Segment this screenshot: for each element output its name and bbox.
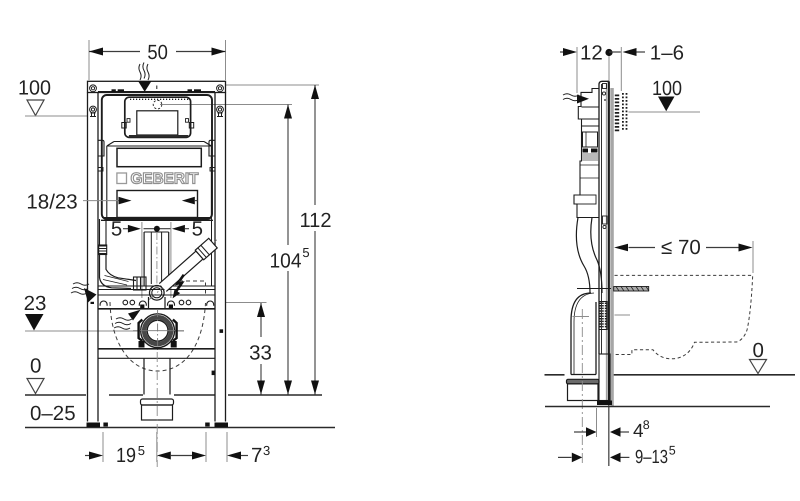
svg-text:0–25: 0–25 — [30, 402, 76, 425]
svg-text:23: 23 — [24, 292, 47, 315]
svg-text:3: 3 — [263, 443, 270, 458]
svg-text:1–6: 1–6 — [650, 42, 684, 65]
svg-text:5: 5 — [111, 218, 122, 241]
svg-text:0: 0 — [753, 339, 764, 362]
svg-text:112: 112 — [300, 209, 332, 232]
svg-text:104: 104 — [270, 250, 302, 273]
svg-text:33: 33 — [249, 342, 272, 365]
svg-text:12: 12 — [580, 41, 603, 64]
svg-text:5: 5 — [138, 443, 145, 458]
svg-text:5: 5 — [192, 218, 203, 241]
svg-text:≤ 70: ≤ 70 — [661, 236, 701, 259]
svg-text:5: 5 — [669, 443, 676, 457]
svg-text:GEBERIT: GEBERIT — [131, 171, 200, 188]
svg-text:8: 8 — [643, 418, 650, 432]
svg-text:0: 0 — [30, 354, 41, 377]
svg-text:9–13: 9–13 — [635, 447, 668, 468]
svg-text:4: 4 — [633, 421, 644, 442]
svg-text:5: 5 — [302, 245, 309, 260]
svg-text:100: 100 — [652, 77, 682, 100]
svg-text:18/23: 18/23 — [26, 190, 77, 213]
svg-text:19: 19 — [116, 444, 136, 467]
svg-text:7: 7 — [251, 444, 262, 467]
svg-text:50: 50 — [147, 41, 168, 64]
svg-text:100: 100 — [18, 77, 51, 100]
